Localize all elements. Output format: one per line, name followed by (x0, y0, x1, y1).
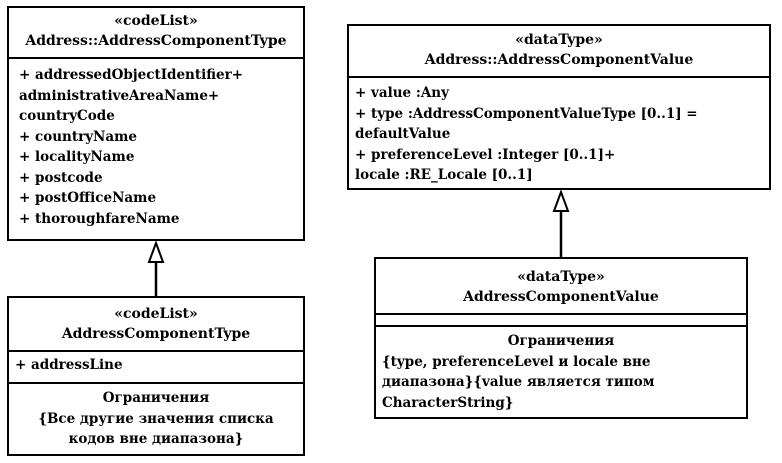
attribute-line: countryCode (19, 108, 115, 124)
class-address-component-type-profile: «codeList» AddressComponentType + addres… (7, 296, 305, 456)
constraint-line: диапазона}{value является типом (382, 374, 655, 390)
constraints-title: Ограничения (102, 390, 210, 406)
generalization-arrow-left (147, 240, 165, 296)
attribute-line: locale :RE_Locale [0..1] (355, 167, 533, 183)
class-name: Address::AddressComponentValue (424, 52, 694, 68)
attribute-line: + addressLine (15, 357, 123, 373)
constraint-line: CharacterString} (382, 394, 514, 411)
stereotype-label: «dataType» (515, 32, 603, 48)
class-header: «codeList» Address::AddressComponentType (9, 8, 303, 57)
constraint-line: {type, preferenceLevel и locale вне (382, 353, 651, 370)
constraint-line: {Все другие значения списка (38, 410, 274, 427)
attribute-line: administrativeAreaName+ (19, 87, 220, 104)
attribute-line: + localityName (19, 149, 135, 165)
constraints-compartment: Ограничения {Все другие значения списка … (9, 382, 303, 450)
generalization-arrow-right (552, 189, 570, 257)
constraints-compartment: Ограничения {type, preferenceLevel и loc… (376, 325, 746, 413)
attributes-compartment: + value :Any + type :AddressComponentVal… (349, 76, 769, 186)
attributes-compartment: + addressedObjectIdentifier+ administrat… (9, 57, 303, 229)
attribute-line: + postOfficeName (19, 190, 157, 206)
constraints-title: Ограничения (507, 333, 615, 349)
attribute-line: defaultValue (355, 126, 451, 142)
class-address-component-value: «dataType» Address::AddressComponentValu… (347, 24, 771, 190)
class-header: «dataType» AddressComponentValue (376, 259, 746, 313)
attribute-line: + addressedObjectIdentifier+ (19, 67, 244, 83)
class-name: Address::AddressComponentType (25, 33, 287, 49)
attribute-line: + countryName (19, 128, 138, 145)
attribute-line: + thoroughfareName (19, 210, 180, 227)
stereotype-label: «dataType» (517, 269, 605, 285)
stereotype-label: «codeList» (114, 306, 198, 322)
stereotype-label: «codeList» (114, 13, 198, 29)
class-address-component-value-profile: «dataType» AddressComponentValue Огранич… (374, 257, 748, 419)
attributes-compartment: + addressLine (9, 350, 303, 382)
class-header: «codeList» AddressComponentType (9, 298, 303, 350)
class-name: AddressComponentValue (463, 289, 659, 305)
class-name: AddressComponentType (61, 326, 251, 342)
class-address-component-type: «codeList» Address::AddressComponentType… (7, 6, 305, 241)
attribute-line: + type :AddressComponentValueType [0..1]… (355, 105, 698, 122)
attribute-line: + postcode (19, 169, 103, 186)
attributes-compartment (376, 313, 746, 325)
attribute-line: + value :Any (355, 85, 449, 101)
attribute-line: + preferenceLevel :Integer [0..1]+ (355, 146, 616, 163)
constraint-line: кодов вне диапазона} (68, 431, 244, 447)
class-header: «dataType» Address::AddressComponentValu… (349, 26, 769, 76)
